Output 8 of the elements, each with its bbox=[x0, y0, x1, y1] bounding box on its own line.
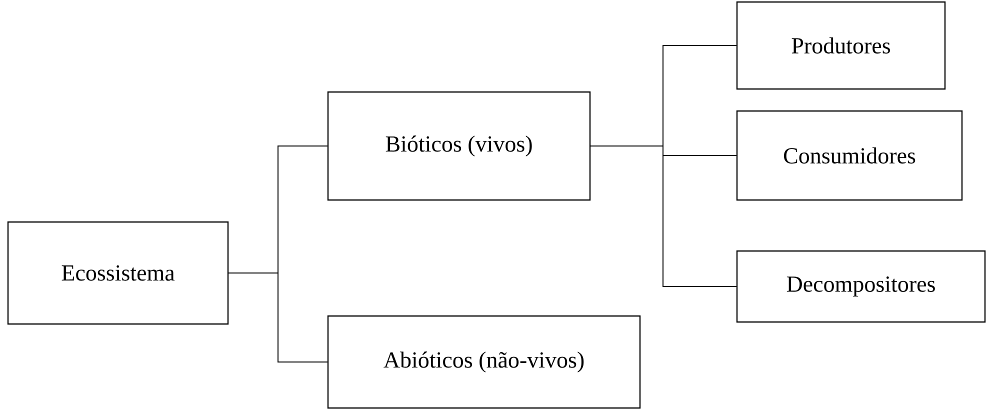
text-box: Abióticos (não-vivos) bbox=[327, 315, 641, 409]
text-box: Produtores bbox=[736, 1, 946, 90]
text-box: Consumidores bbox=[736, 110, 963, 201]
connector-line bbox=[228, 272, 328, 362]
text-box: Decompositores bbox=[736, 250, 986, 323]
text-box: Ecossistema bbox=[7, 221, 229, 325]
connector-line bbox=[590, 146, 737, 287]
text-box: Bióticos (vivos) bbox=[327, 91, 591, 201]
